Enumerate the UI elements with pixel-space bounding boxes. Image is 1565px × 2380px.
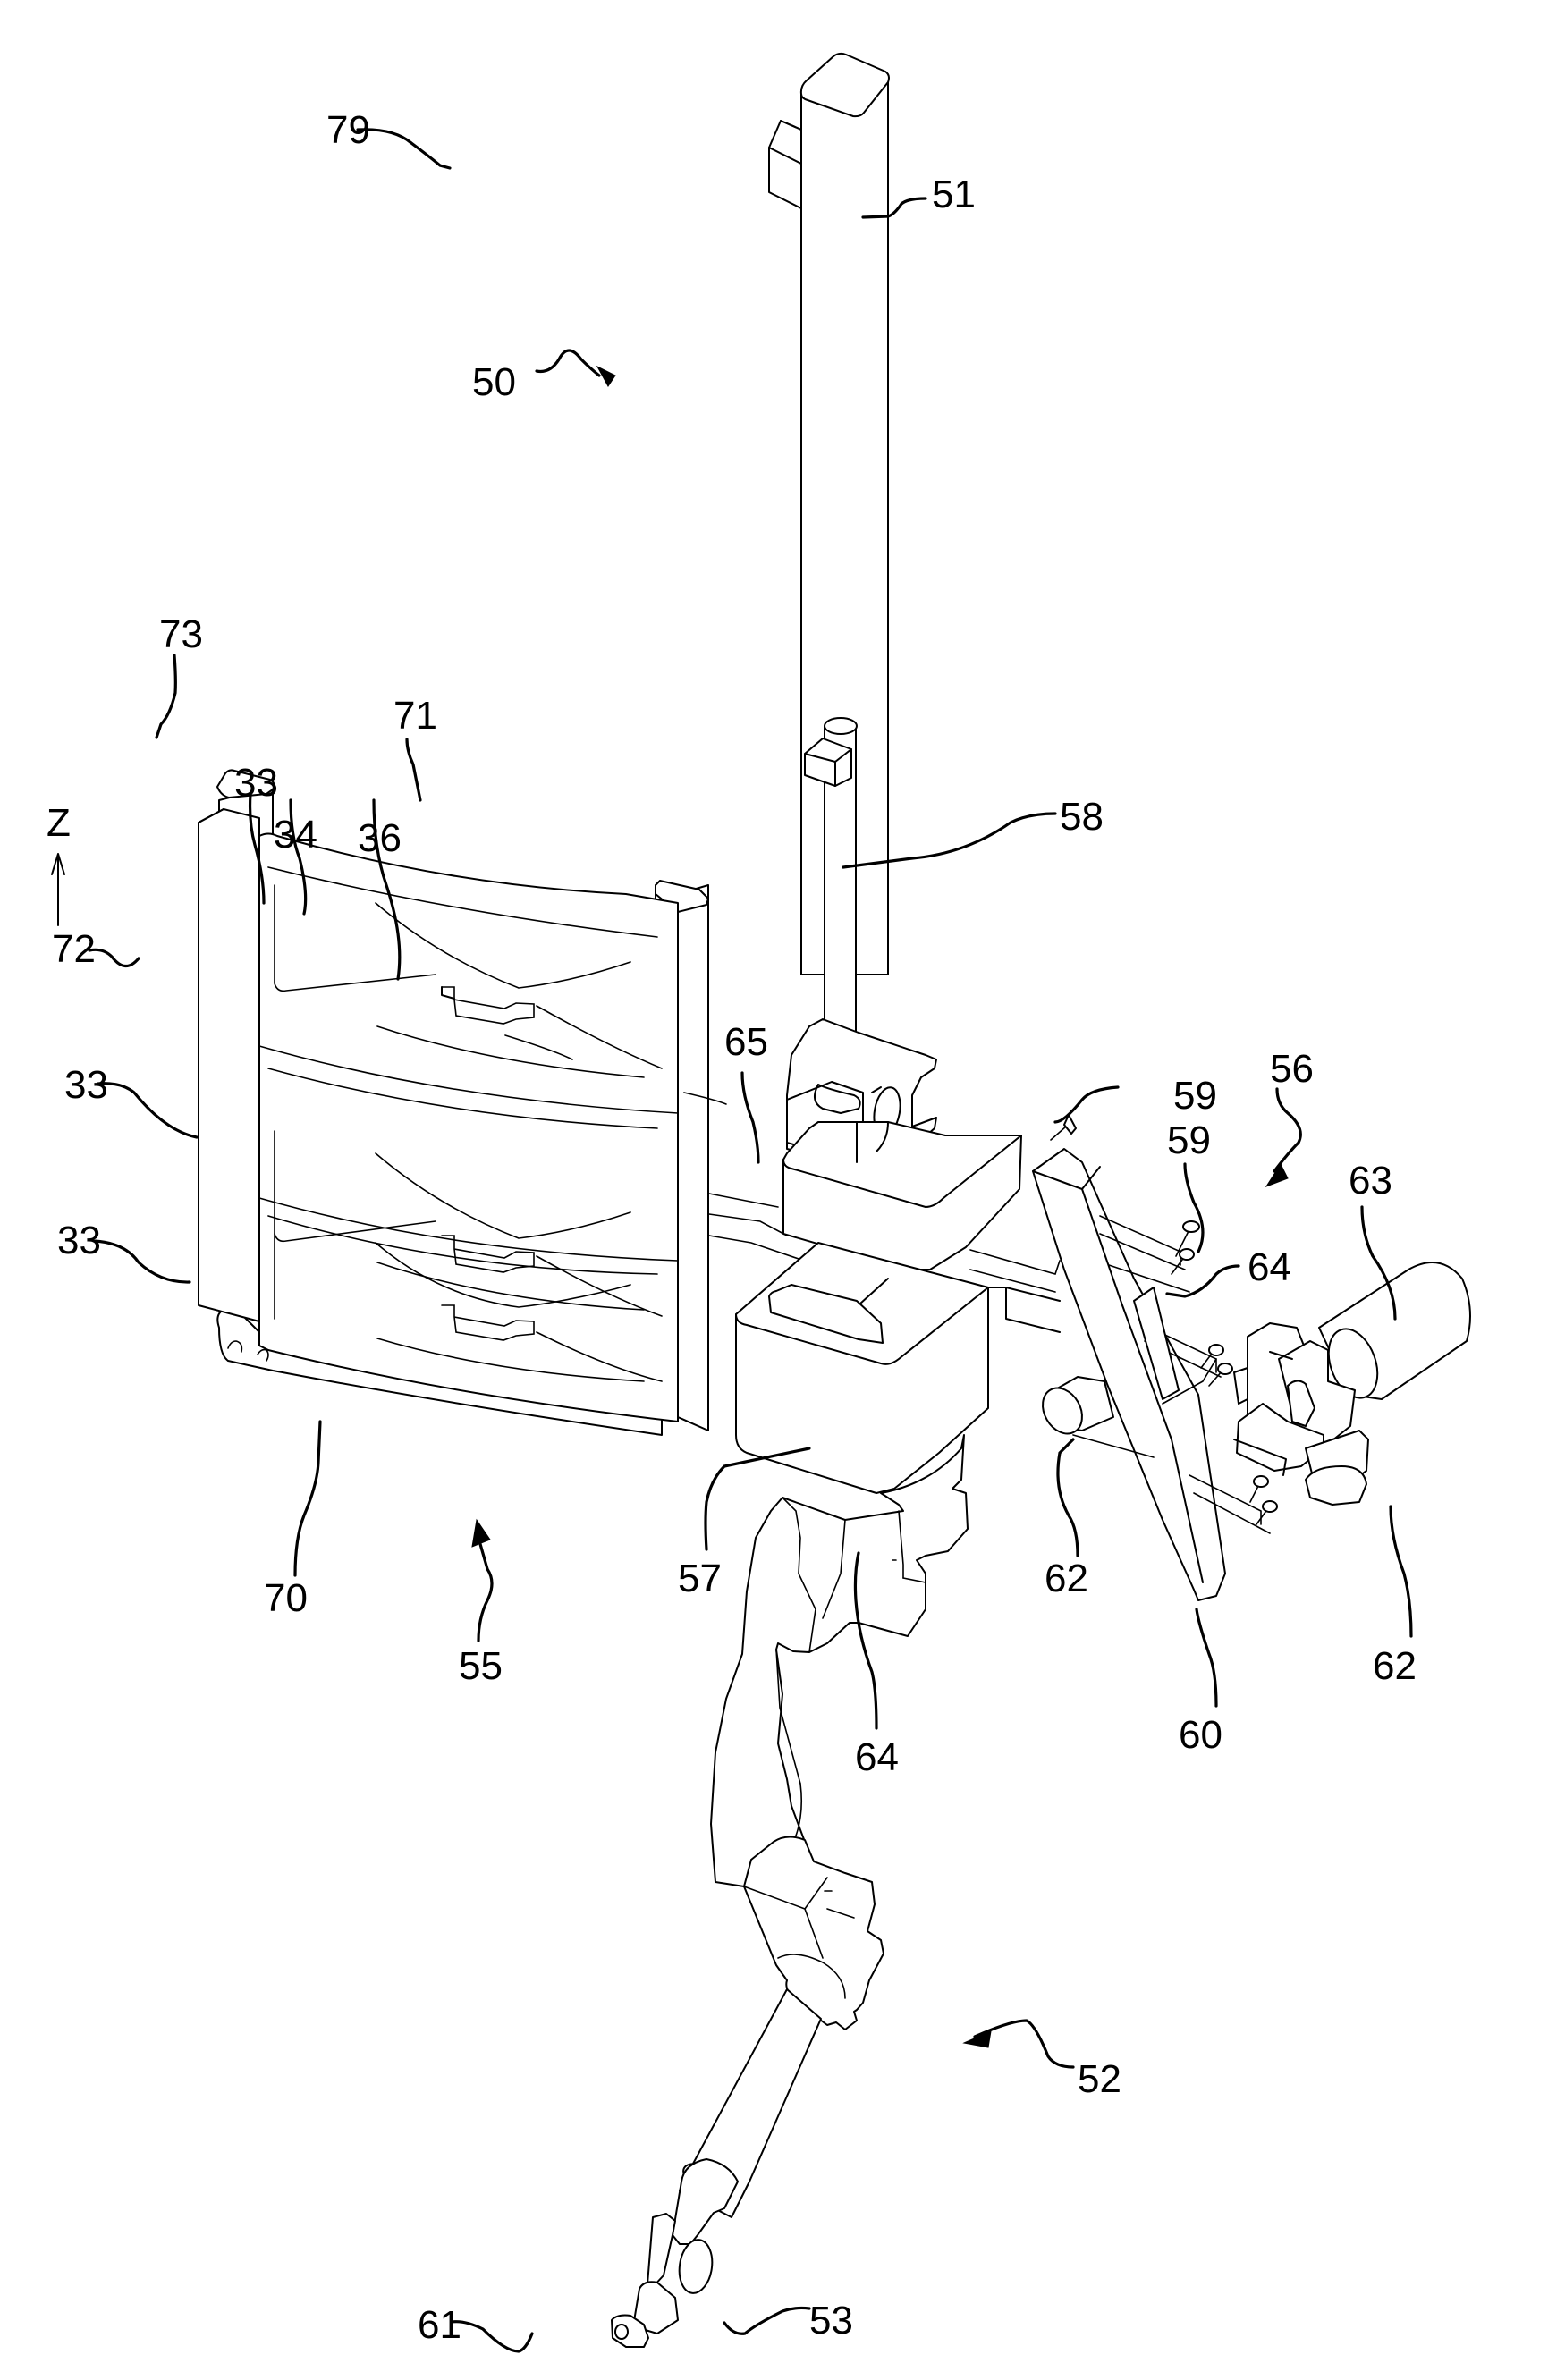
leader-lines (88, 128, 1413, 2353)
motor-assembly (1233, 1262, 1471, 1506)
label-53: 53 (809, 2299, 853, 2342)
mounting-bracket (708, 1193, 1061, 1293)
label-70: 70 (264, 1576, 308, 1620)
tray-top (267, 866, 727, 1105)
label-65: 65 (724, 1020, 768, 1064)
label-57: 57 (678, 1557, 722, 1600)
label-71: 71 (393, 694, 437, 738)
label-59-lower: 59 (1167, 1118, 1211, 1162)
gripper-plate (1032, 1148, 1226, 1601)
label-55: 55 (459, 1644, 503, 1688)
label-50: 50 (472, 360, 516, 404)
cassette-rack (198, 769, 727, 1436)
label-33-middle: 33 (64, 1063, 108, 1107)
carriage-block (735, 1242, 1061, 1494)
suction-cups (1050, 1114, 1278, 1525)
label-72: 72 (52, 927, 96, 971)
label-62-left: 62 (1045, 1557, 1088, 1600)
label-60: 60 (1179, 1713, 1222, 1757)
label-56: 56 (1270, 1047, 1314, 1091)
z-axis-indicator: Z (47, 801, 71, 926)
label-64-upper: 64 (1248, 1245, 1291, 1289)
label-36: 36 (358, 816, 402, 860)
robot-arm-upper (710, 1434, 969, 1887)
tray-bottom (258, 1197, 679, 1382)
end-effector (611, 2158, 739, 2348)
robot-arm-elbow (743, 1836, 884, 2030)
label-61: 61 (418, 2303, 461, 2347)
label-33-top: 33 (234, 761, 278, 805)
label-51: 51 (932, 173, 976, 216)
reference-labels: 79 51 50 73 71 33 34 36 72 33 33 58 65 5… (52, 108, 1417, 2347)
z-axis-label: Z (47, 801, 71, 845)
leader-arrowheads (471, 365, 1289, 2048)
sensor-box (768, 120, 802, 209)
label-64-lower: 64 (855, 1735, 899, 1779)
gripper-rails (1072, 1215, 1271, 1534)
support-arm (1133, 1287, 1180, 1400)
label-52: 52 (1078, 2057, 1121, 2101)
label-63: 63 (1349, 1159, 1392, 1203)
label-79: 79 (326, 108, 370, 152)
label-33-bottom: 33 (57, 1219, 101, 1262)
label-34: 34 (274, 813, 317, 857)
label-59-upper: 59 (1173, 1074, 1217, 1118)
pivot-joint-left (1042, 1376, 1114, 1435)
label-62-right: 62 (1373, 1644, 1417, 1688)
label-73: 73 (159, 612, 203, 656)
label-58: 58 (1060, 795, 1104, 839)
